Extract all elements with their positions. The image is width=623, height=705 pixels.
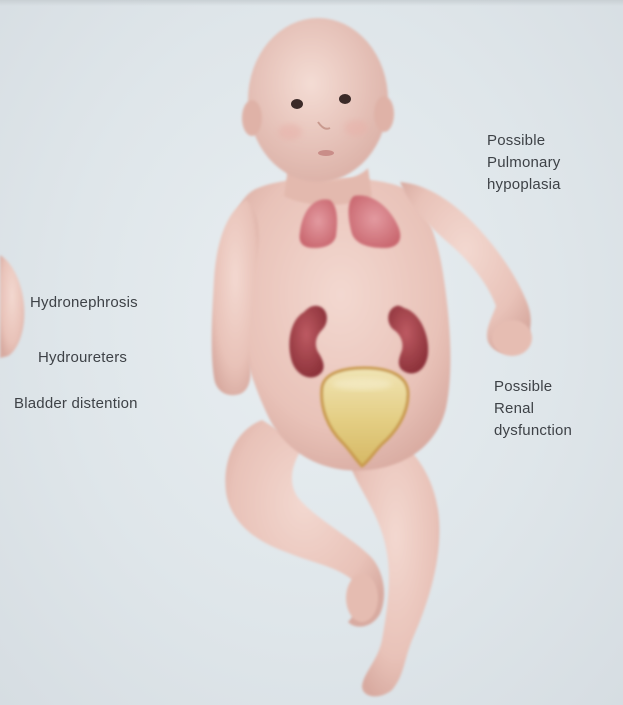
label-pulmonary-line-1: Possible	[487, 130, 561, 152]
right-hand	[492, 320, 532, 356]
label-hydronephrosis: Hydronephrosis	[30, 292, 138, 314]
right-eye-icon	[339, 94, 351, 104]
label-bladder-distention: Bladder distention	[14, 393, 138, 415]
left-edge-hand	[0, 255, 24, 358]
label-renal-dysfunction: Possible Renal dysfunction	[494, 376, 572, 442]
head	[242, 18, 394, 182]
label-renal-line-3: dysfunction	[494, 420, 572, 442]
left-eye-icon	[291, 99, 303, 109]
label-renal-line-1: Possible	[494, 376, 572, 398]
mouth-icon	[318, 150, 334, 156]
label-renal-line-2: Renal	[494, 398, 572, 420]
label-pulmonary-line-2: Pulmonary	[487, 152, 561, 174]
label-hydroureters: Hydroureters	[38, 347, 127, 369]
label-pulmonary-hypoplasia: Possible Pulmonary hypoplasia	[487, 130, 561, 196]
label-pulmonary-line-3: hypoplasia	[487, 174, 561, 196]
